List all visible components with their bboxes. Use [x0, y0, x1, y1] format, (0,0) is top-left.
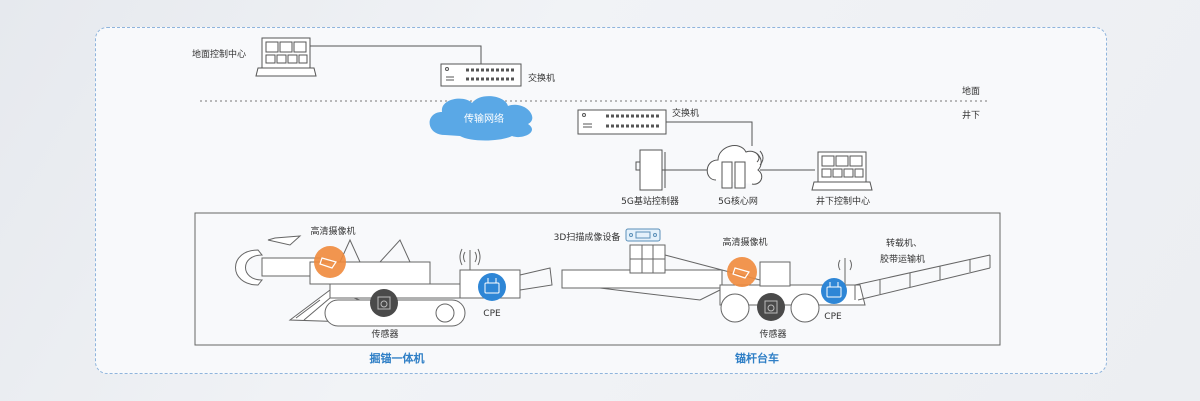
underground-switch-icon [577, 109, 667, 135]
core-network-label: 5G核心网 [718, 197, 758, 207]
transmission-network-cloud [429, 96, 533, 141]
equipment-box [194, 212, 1001, 346]
surface-switch-label: 交换机 [528, 74, 556, 84]
core-network-icon [706, 145, 764, 189]
base-station-controller-icon [635, 149, 666, 191]
underground-control-center-label: 井下控制中心 [815, 197, 871, 207]
sensor-label-1: 传感器 [371, 330, 399, 340]
sensor-label-2: 传感器 [759, 330, 787, 340]
switch-core-link [666, 121, 753, 146]
sensor-icon-2 [757, 293, 785, 321]
cpe-icon-1 [478, 273, 506, 301]
surface-switch-icon [440, 63, 522, 87]
camera-icon-2 [727, 257, 757, 287]
underground-switch-label: 交换机 [672, 109, 700, 119]
cpe-label-2: CPE [824, 312, 842, 322]
sensor-icon-1 [370, 289, 398, 317]
underground-control-center-icon [811, 151, 873, 191]
camera-label-1: 高清摄像机 [310, 227, 356, 237]
transmission-network-label: 传输网络 [464, 114, 504, 125]
surface-control-center-icon [255, 37, 317, 77]
machine-caption-1: 掘锚一体机 [369, 352, 425, 365]
underground-zone-label: 井下 [962, 111, 981, 121]
cpe-label-1: CPE [483, 309, 501, 319]
base-station-controller-label: 5G基站控制器 [621, 197, 679, 207]
surface-zone-label: 地面 [962, 87, 981, 97]
camera-label-2: 高清摄像机 [722, 238, 768, 248]
surface-link [310, 45, 482, 64]
camera-icon-1 [314, 246, 346, 278]
cpe-icon-2 [821, 278, 847, 304]
machine-caption-2: 锚杆台车 [735, 352, 779, 365]
scanner-label: 3D扫描成像设备 [553, 233, 621, 243]
surface-control-center-label: 地面控制中心 [192, 50, 247, 60]
conveyor-label-line1: 转载机、 [886, 239, 923, 249]
3d-scanner-icon [625, 228, 661, 242]
diagram-frame [95, 27, 1107, 374]
conveyor-label-line2: 胶带运输机 [880, 255, 926, 265]
